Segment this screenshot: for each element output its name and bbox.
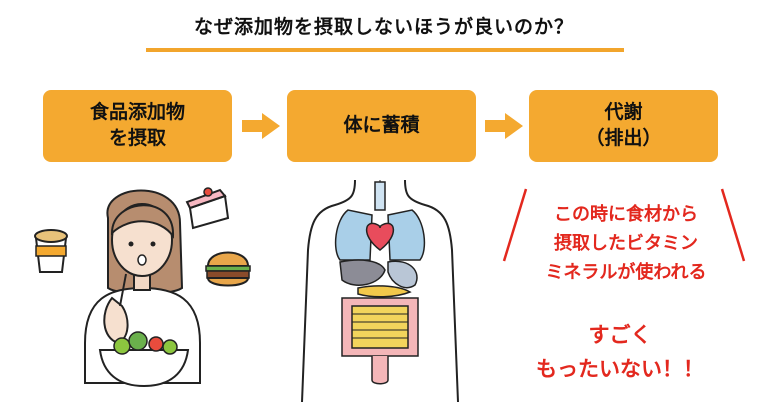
- cup-noodle-icon: [34, 229, 68, 273]
- note-line: ミネラルが使われる: [545, 262, 707, 283]
- note-line: この時に食材から: [554, 204, 698, 225]
- step-label-line1: 体に蓄積: [343, 114, 420, 137]
- step-label-line2: （排出）: [585, 127, 662, 149]
- arrow-right-icon: [485, 113, 523, 139]
- vitamin-mineral-note: この時に食材から 摂取したビタミン ミネラルが使われる: [508, 200, 744, 287]
- slash-right-decoration: [720, 188, 746, 262]
- step-box-ingest: 食品添加物 を摂取: [43, 90, 232, 162]
- anatomy-organs-illustration: [301, 180, 459, 402]
- step-box-metabolize: 代謝 （排出）: [529, 90, 718, 162]
- page-title: なぜ添加物を摂取しないほうが良いのか？: [193, 16, 574, 38]
- person-eating-illustration: [34, 187, 251, 388]
- waste-exclamation: すごく もったいない！！: [500, 318, 740, 386]
- hamburger-icon: [205, 251, 251, 287]
- step-label-line1: 食品添加物: [89, 101, 185, 124]
- step-label-line1: 代謝: [604, 101, 643, 124]
- arrow-right-icon: [242, 113, 280, 139]
- title-underline: [146, 48, 624, 52]
- cake-icon: [185, 187, 230, 230]
- exclaim-line: もったいない！！: [536, 357, 704, 381]
- slash-left-decoration: [502, 188, 528, 262]
- note-line: 摂取したビタミン: [554, 233, 698, 254]
- step-label-line2: を摂取: [108, 127, 166, 149]
- exclaim-line: すごく: [588, 323, 652, 347]
- step-box-accumulate: 体に蓄積: [287, 90, 476, 162]
